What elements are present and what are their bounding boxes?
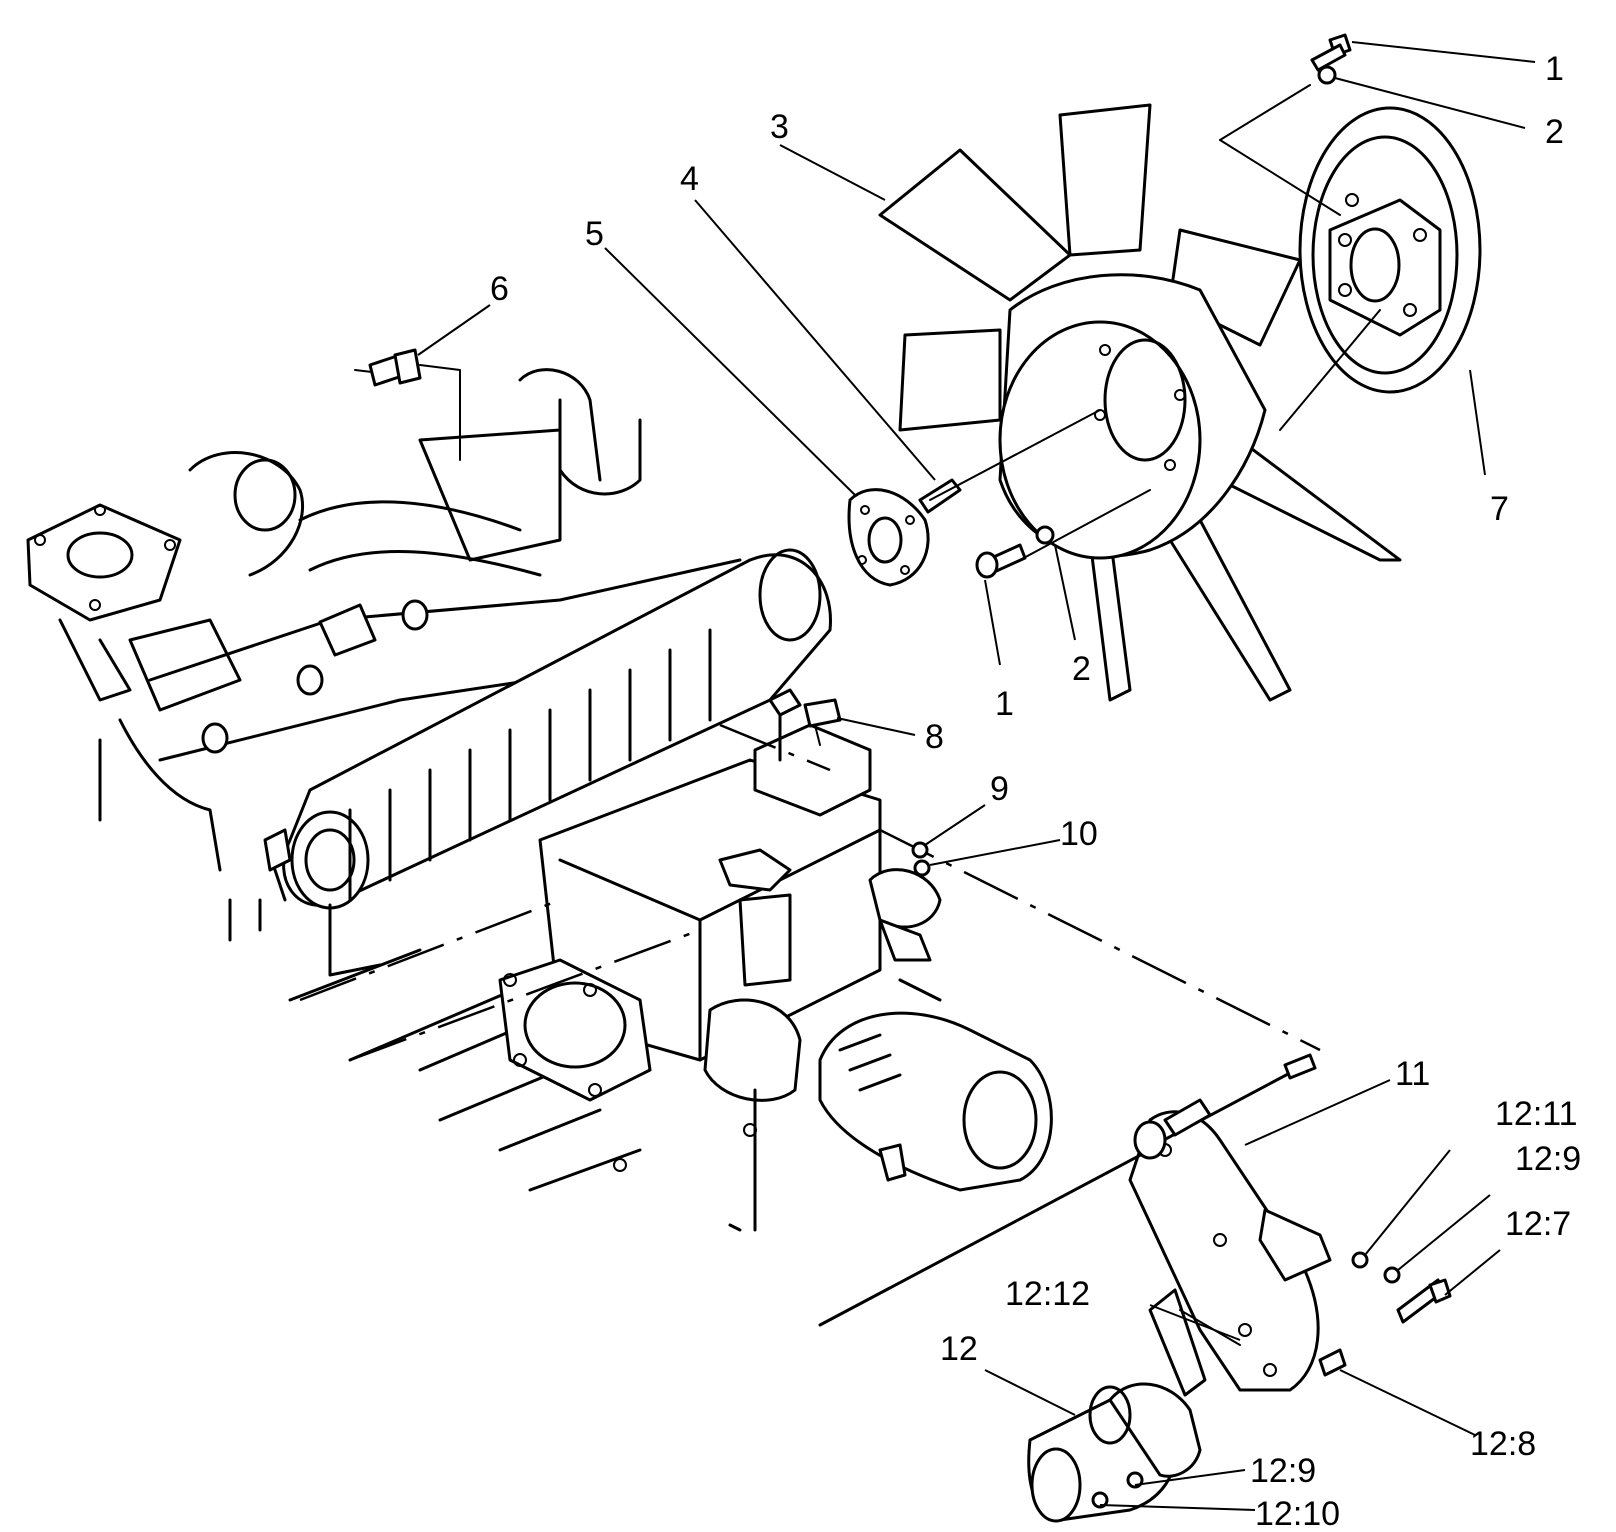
callout-2-top: 2 bbox=[1545, 113, 1564, 151]
callout-12-11: 12:11 bbox=[1495, 1095, 1578, 1133]
callout-labels: 1 2 3 4 5 6 7 2 1 8 9 10 11 12:11 12:9 1… bbox=[490, 50, 1581, 1532]
sender-switch bbox=[354, 348, 461, 461]
callout-5: 5 bbox=[585, 215, 604, 253]
callout-11: 11 bbox=[1395, 1055, 1430, 1093]
pump-assembly bbox=[498, 688, 1053, 1232]
stop-solenoid-assembly bbox=[818, 1053, 1452, 1523]
callout-2-mid: 2 bbox=[1072, 650, 1091, 688]
callout-12-10: 12:10 bbox=[1255, 1495, 1340, 1532]
callout-3: 3 bbox=[770, 108, 789, 146]
callout-7: 7 bbox=[1490, 490, 1509, 528]
callout-12-9-upper: 12:9 bbox=[1515, 1140, 1581, 1178]
fan-assembly bbox=[847, 33, 1482, 702]
callout-12-12: 12:12 bbox=[1005, 1275, 1090, 1313]
callout-9: 9 bbox=[990, 770, 1009, 808]
callout-12-7: 12:7 bbox=[1505, 1205, 1571, 1243]
callout-12-9-lower: 12:9 bbox=[1250, 1452, 1316, 1490]
callout-10: 10 bbox=[1060, 815, 1098, 853]
callout-1-top: 1 bbox=[1545, 50, 1564, 88]
callout-8: 8 bbox=[925, 718, 944, 756]
callout-1-mid: 1 bbox=[995, 685, 1014, 723]
callout-12: 12 bbox=[940, 1330, 978, 1368]
leader-lines bbox=[417, 41, 1536, 1511]
callout-4: 4 bbox=[680, 160, 699, 198]
sensor-8 bbox=[803, 698, 842, 746]
engine-assembly bbox=[26, 368, 832, 1192]
callout-12-8: 12:8 bbox=[1470, 1425, 1536, 1463]
callout-6: 6 bbox=[490, 270, 509, 308]
